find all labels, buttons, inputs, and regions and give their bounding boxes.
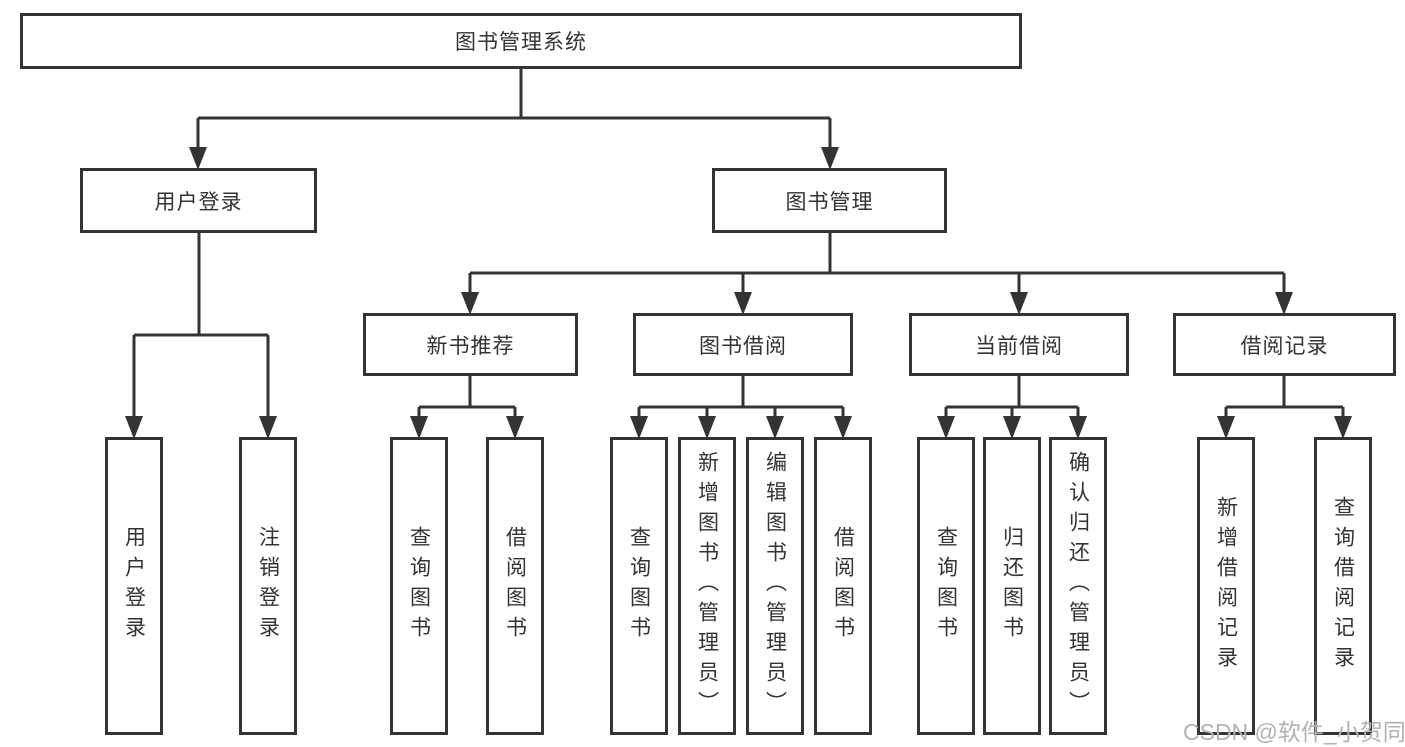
leaf-user-login: 用户登录 (105, 437, 163, 735)
arrow-head-icon (1003, 416, 1021, 439)
arrow-head-icon (937, 416, 955, 439)
leaf-bb-borrow-books: 借阅图书 (814, 437, 872, 735)
leaf-br-add-record: 新增借阅记录 (1197, 437, 1255, 735)
leaf-nb-query-books: 查询图书 (390, 437, 448, 735)
arrow-head-icon (834, 416, 852, 439)
arrow-head-icon (766, 416, 784, 439)
leaf-logout-login: 注销登录 (239, 437, 297, 735)
arrow-head-icon (1069, 416, 1087, 439)
leaf-br-query-record: 查询借阅记录 (1314, 437, 1372, 735)
arrow-head-icon (1217, 416, 1235, 439)
leaf-bb-query-books: 查询图书 (610, 437, 668, 735)
leaf-cb-query-books: 查询图书 (917, 437, 975, 735)
arrow-head-icon (698, 416, 716, 439)
arrow-head-icon (189, 147, 207, 170)
arrow-head-icon (125, 416, 143, 439)
leaf-cb-return-books: 归还图书 (983, 437, 1041, 735)
leaf-bb-add-books-admin: 新增图书（管理员） (678, 437, 736, 735)
arrow-head-icon (630, 416, 648, 439)
leaf-nb-borrow-books: 借阅图书 (486, 437, 544, 735)
arrow-head-icon (506, 416, 524, 439)
arrow-head-icon (259, 416, 277, 439)
arrow-head-icon (1334, 416, 1352, 439)
node-book-borrow: 图书借阅 (633, 313, 853, 376)
node-current-borrow: 当前借阅 (909, 313, 1129, 376)
node-user-login: 用户登录 (80, 168, 317, 233)
arrow-head-icon (821, 147, 839, 170)
arrow-head-icon (1275, 292, 1293, 315)
arrow-head-icon (734, 292, 752, 315)
leaf-bb-edit-books-admin: 编辑图书（管理员） (746, 437, 804, 735)
leaf-cb-confirm-return-admin: 确认归还（管理员） (1049, 437, 1107, 735)
arrow-head-icon (1010, 292, 1028, 315)
arrow-head-icon (410, 416, 428, 439)
arrow-head-icon (461, 292, 479, 315)
csdn-watermark: CSDN @软件_小贺同学 (1183, 719, 1405, 745)
node-book-management: 图书管理 (712, 168, 947, 233)
node-root: 图书管理系统 (20, 13, 1022, 69)
node-new-book-recommend: 新书推荐 (363, 313, 578, 376)
node-borrow-records: 借阅记录 (1173, 313, 1396, 376)
